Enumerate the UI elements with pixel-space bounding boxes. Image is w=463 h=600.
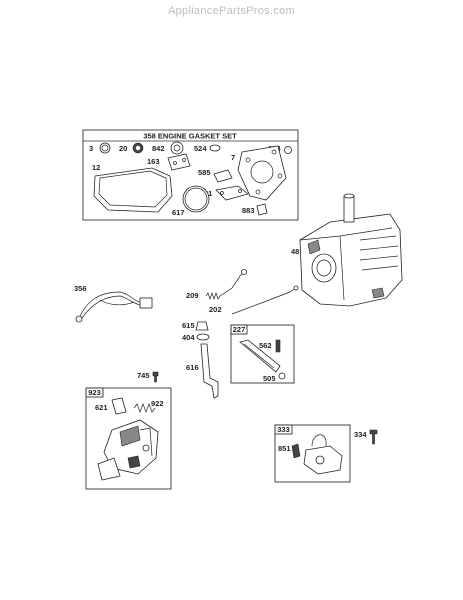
label-202: 202 xyxy=(209,305,222,314)
label-163: 163 xyxy=(147,157,160,166)
box-227 xyxy=(230,324,295,384)
gasket-set-title: 358 ENGINE GASKET SET xyxy=(143,132,237,141)
part-745-screw xyxy=(152,371,159,383)
box-333 xyxy=(274,424,351,483)
part-209-spring xyxy=(205,269,247,301)
part-851-screw xyxy=(291,443,301,459)
part-615-nut xyxy=(195,321,209,331)
part-923-governor-assembly xyxy=(97,419,159,481)
part-334-screw xyxy=(369,429,378,445)
part-163-gasket xyxy=(167,153,191,171)
label-615: 615 xyxy=(182,321,195,330)
label-3: 3 xyxy=(89,144,93,153)
part-562-screw xyxy=(275,339,281,353)
part-227-bracket xyxy=(239,339,281,373)
box-923 xyxy=(85,387,172,490)
label-923: 923 xyxy=(88,388,101,397)
part-585-gasket xyxy=(213,169,233,183)
label-842: 842 xyxy=(152,144,165,153)
gasket-set-box xyxy=(82,129,299,221)
label-621: 621 xyxy=(95,403,108,412)
part-621-clip xyxy=(111,397,127,415)
engine-block-48 xyxy=(299,193,403,307)
part-922-spring xyxy=(133,403,156,413)
part-668-washer xyxy=(284,146,292,154)
label-745: 745 xyxy=(137,371,150,380)
label-209: 209 xyxy=(186,291,199,300)
engine-gasket-set-group: 358 ENGINE GASKET SET 3 20 842 524 668 1… xyxy=(82,129,299,221)
label-227: 227 xyxy=(233,325,246,334)
label-562: 562 xyxy=(259,341,272,350)
group-227: 227 562 505 xyxy=(230,324,295,384)
watermark: AppliancePartsPros.com xyxy=(167,5,296,17)
label-922: 922 xyxy=(151,399,164,408)
part-524-seal xyxy=(209,144,221,152)
part-616-shaft xyxy=(200,343,219,399)
part-202-link xyxy=(231,287,297,315)
label-48: 48 xyxy=(291,247,299,256)
part-505-nut xyxy=(278,372,286,380)
part-356-wire xyxy=(75,291,153,323)
label-616: 616 xyxy=(186,363,199,372)
part-3-oring xyxy=(99,142,111,154)
group-333: 333 851 xyxy=(274,424,351,483)
label-883: 883 xyxy=(242,206,255,215)
label-356: 356 xyxy=(74,284,87,293)
label-20: 20 xyxy=(119,144,127,153)
part-842-gasket xyxy=(170,141,184,155)
label-505: 505 xyxy=(263,374,276,383)
label-334: 334 xyxy=(354,430,367,439)
label-617: 617 xyxy=(172,208,185,217)
part-404-washer xyxy=(196,333,210,341)
group-923: 923 621 922 xyxy=(85,387,172,490)
label-7: 7 xyxy=(231,153,235,162)
part-12-crankcase-gasket xyxy=(93,167,173,213)
label-585: 585 xyxy=(198,168,211,177)
label-404: 404 xyxy=(182,333,195,342)
part-333-choke-assembly xyxy=(303,434,343,475)
part-883-gasket xyxy=(256,203,268,216)
label-524: 524 xyxy=(194,144,207,153)
label-333: 333 xyxy=(277,425,290,434)
label-851: 851 xyxy=(278,444,291,453)
part-617-ring xyxy=(182,185,210,213)
label-12: 12 xyxy=(92,163,100,172)
